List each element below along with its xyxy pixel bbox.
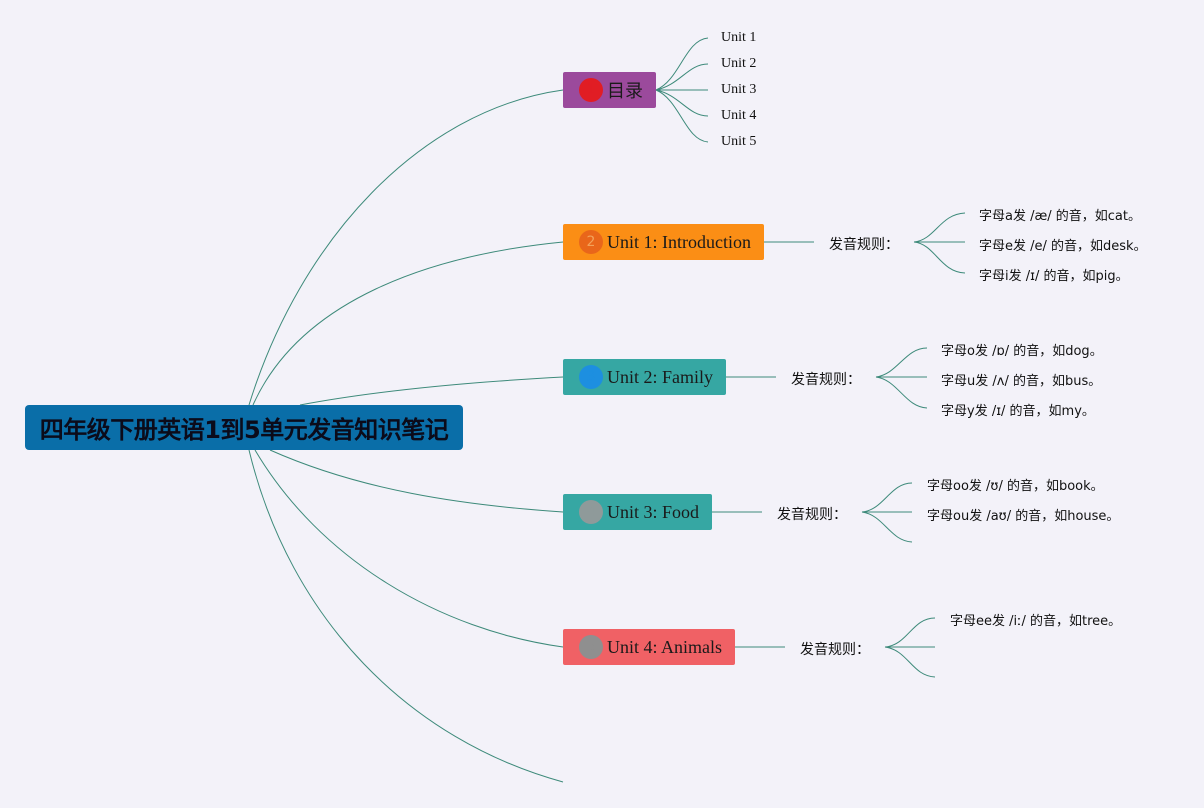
- topic-label: Unit 1: Introduction: [607, 231, 751, 252]
- rule-item[interactable]: 字母ee发 /iː/ 的音，如tree。: [950, 614, 1122, 629]
- rule-item[interactable]: 字母i发 /ɪ/ 的音，如pig。: [979, 269, 1129, 284]
- number-badge-icon: 4: [579, 500, 603, 524]
- toc-item-unit-2[interactable]: Unit 2: [721, 56, 757, 71]
- rule-item[interactable]: 字母a发 /æ/ 的音，如cat。: [979, 209, 1141, 224]
- rule-item[interactable]: 字母y发 /ɪ/ 的音，如my。: [941, 404, 1095, 419]
- rule-label-unit-3[interactable]: 发音规则：: [777, 507, 847, 523]
- topic-unit-2[interactable]: 3 Unit 2: Family: [563, 359, 726, 395]
- topic-label: Unit 4: Animals: [607, 636, 723, 657]
- number-badge-icon: 3: [579, 365, 603, 389]
- toc-item-unit-5[interactable]: Unit 5: [721, 134, 757, 149]
- toc-item-unit-3[interactable]: Unit 3: [721, 82, 757, 97]
- root-title: 四年级下册英语1到5单元发音知识笔记: [39, 416, 449, 444]
- topic-unit-1[interactable]: 2 Unit 1: Introduction: [563, 224, 764, 260]
- number-badge-icon: 1: [579, 78, 603, 102]
- rule-item[interactable]: 字母oo发 /ʊ/ 的音，如book。: [927, 479, 1104, 494]
- rule-item[interactable]: 字母ou发 /aʊ/ 的音，如house。: [927, 509, 1120, 524]
- topic-label: Unit 3: Food: [607, 501, 700, 522]
- rule-item[interactable]: 字母e发 /e/ 的音，如desk。: [979, 239, 1147, 254]
- rule-item[interactable]: 字母u发 /ʌ/ 的音，如bus。: [941, 374, 1102, 389]
- topic-toc[interactable]: 1 目录: [563, 72, 656, 108]
- topic-unit-3[interactable]: 4 Unit 3: Food: [563, 494, 712, 530]
- number-badge-icon: 5: [579, 635, 603, 659]
- rule-item[interactable]: 字母o发 /ɒ/ 的音，如dog。: [941, 344, 1103, 359]
- rule-label-unit-1[interactable]: 发音规则：: [829, 237, 899, 253]
- number-badge-icon: 2: [579, 230, 603, 254]
- toc-item-unit-1[interactable]: Unit 1: [721, 30, 757, 45]
- rule-label-unit-4[interactable]: 发音规则：: [800, 642, 870, 658]
- topic-label: Unit 2: Family: [607, 366, 714, 387]
- root-topic[interactable]: 四年级下册英语1到5单元发音知识笔记: [25, 405, 463, 450]
- toc-item-unit-4[interactable]: Unit 4: [721, 108, 757, 123]
- rule-label-unit-2[interactable]: 发音规则：: [791, 372, 861, 388]
- topic-unit-4[interactable]: 5 Unit 4: Animals: [563, 629, 735, 665]
- topic-label: 目录: [607, 81, 643, 102]
